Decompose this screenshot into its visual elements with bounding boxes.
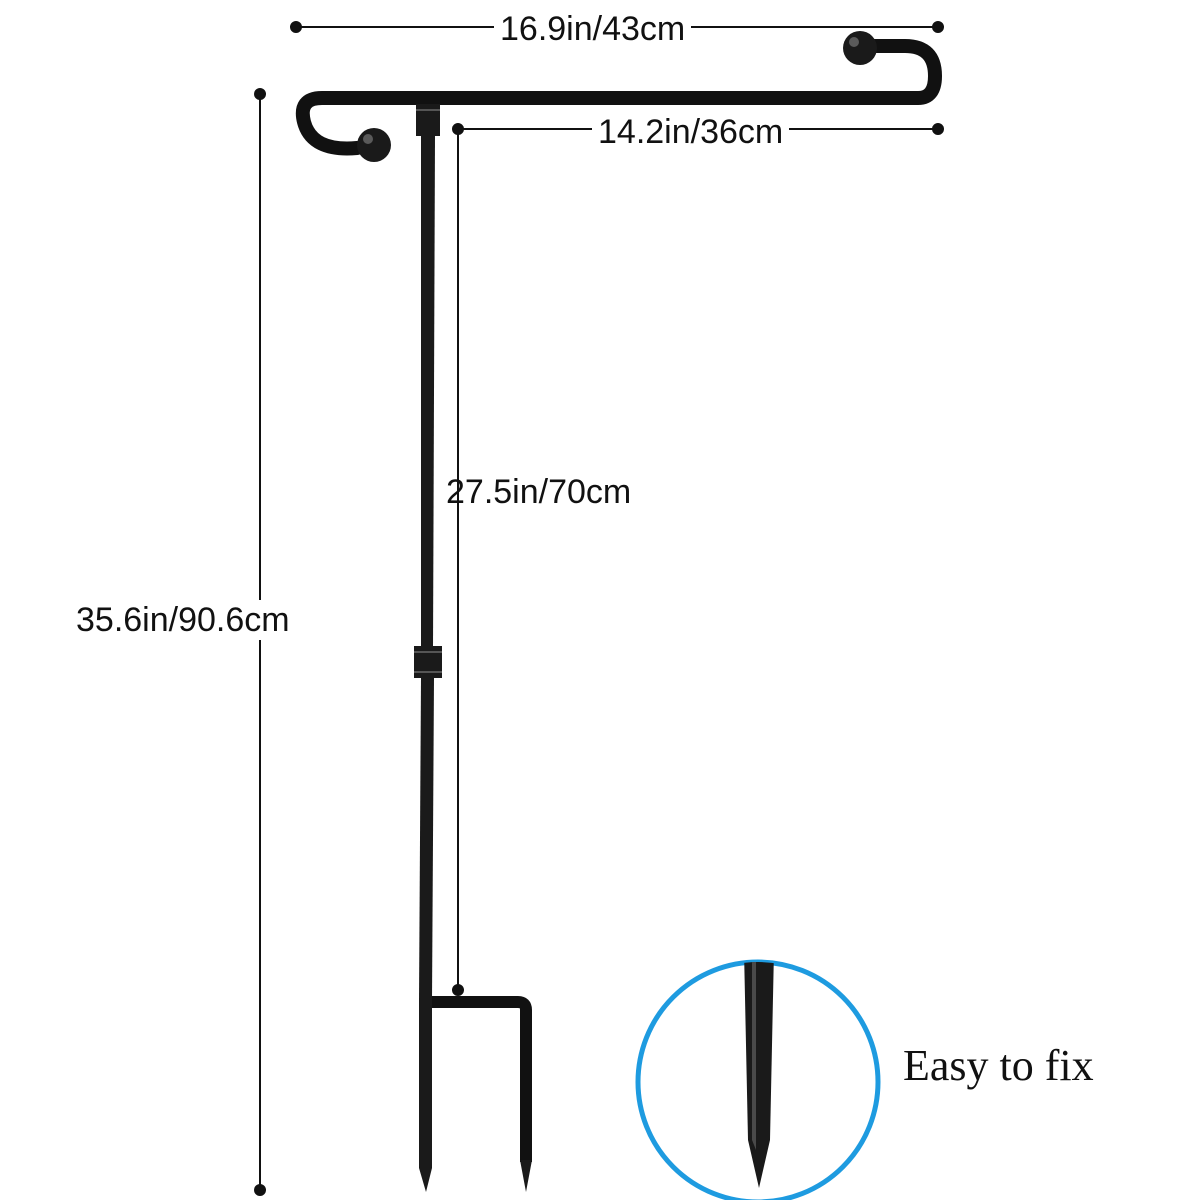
lower-pole — [419, 678, 434, 1000]
pole-height-label: 27.5in/70cm — [446, 473, 632, 511]
top-width-end-right — [932, 21, 944, 33]
total-height-end-bottom — [254, 1184, 266, 1196]
flag-stand — [295, 31, 942, 1192]
top-width-end-left — [290, 21, 302, 33]
finial-ball-left — [357, 128, 391, 162]
dimension-lines — [254, 21, 944, 1196]
detail-caption: Easy to fix — [903, 1041, 1094, 1090]
stake-fork — [432, 996, 532, 1162]
top-width-label: 16.9in/43cm — [494, 9, 692, 49]
finial-ball-right — [843, 31, 877, 65]
arm-width-label: 14.2in/36cm — [592, 112, 790, 152]
detail-view — [635, 959, 881, 1200]
top-connector — [416, 104, 440, 136]
stake-tip-closeup — [744, 962, 774, 1188]
total-height-end-top — [254, 88, 266, 100]
stake-right-prong — [520, 1160, 532, 1192]
total-height-label: 35.6in/90.6cm — [70, 600, 296, 640]
middle-connector — [414, 646, 442, 678]
stake-left-prong — [419, 998, 432, 1192]
pole-height-end-bottom — [452, 984, 464, 996]
finial-highlight-right — [849, 37, 859, 47]
finial-highlight-left — [363, 134, 373, 144]
arm-width-end-right — [932, 123, 944, 135]
stake-tip-closeup-highlight — [752, 962, 756, 1150]
upper-pole — [421, 136, 435, 648]
top-arm — [295, 39, 942, 156]
